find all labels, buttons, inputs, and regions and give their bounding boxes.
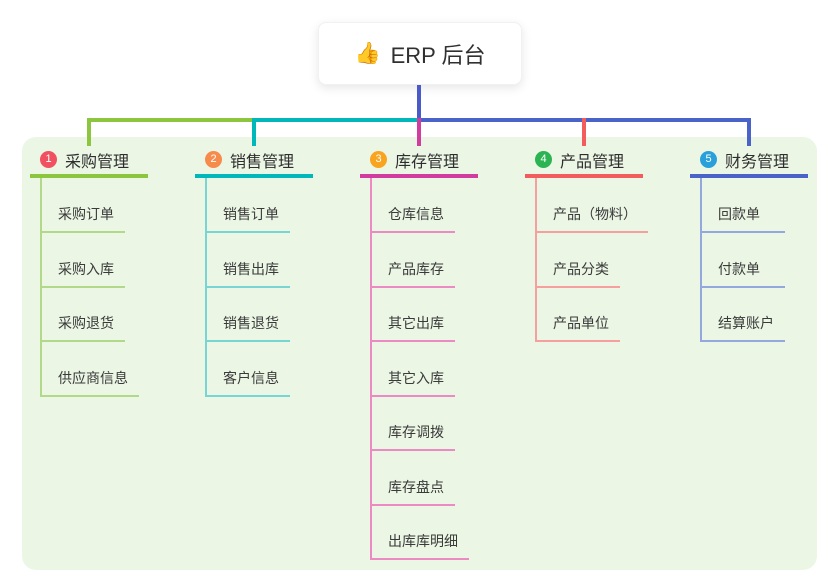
sub-item-node[interactable]: 其它入库 (370, 365, 455, 397)
sub-item-node[interactable]: 产品单位 (535, 310, 620, 342)
branches-panel (22, 137, 817, 570)
branch-node-2[interactable]: 2 销售管理 (195, 145, 313, 178)
branch-label-text: 采购管理 (65, 153, 130, 171)
sub-item-node[interactable]: 产品分类 (535, 256, 620, 288)
child-connector-3 (370, 176, 372, 560)
sub-item-node[interactable]: 仓库信息 (370, 201, 455, 233)
branch-number-badge: 3 (370, 151, 387, 168)
branch-drop-2 (252, 118, 256, 146)
thumbs-up-icon: 👍 (354, 42, 381, 65)
root-title: ERP 后台 (390, 42, 486, 68)
branch-number-badge: 4 (535, 151, 552, 168)
sub-item-node[interactable]: 采购订单 (40, 201, 125, 233)
sub-item-node[interactable]: 产品库存 (370, 256, 455, 288)
sub-item-node[interactable]: 采购退货 (40, 310, 125, 342)
branch-drop-5 (747, 118, 751, 146)
sub-item-node[interactable]: 出库库明细 (370, 528, 469, 560)
sub-item-node[interactable]: 回款单 (700, 201, 785, 233)
branch-node-1[interactable]: 1 采购管理 (30, 145, 148, 178)
branch-label-text: 产品管理 (560, 153, 625, 171)
branch-label-text: 销售管理 (230, 153, 295, 171)
sub-item-node[interactable]: 采购入库 (40, 256, 125, 288)
branch-drop-3 (417, 118, 421, 146)
sub-item-node[interactable]: 供应商信息 (40, 365, 139, 397)
branch-label-text: 财务管理 (725, 153, 790, 171)
branch-node-3[interactable]: 3 库存管理 (360, 145, 478, 178)
root-node[interactable]: 👍 ERP 后台 (318, 22, 522, 85)
sub-item-node[interactable]: 销售订单 (205, 201, 290, 233)
trunk-segment-1 (87, 118, 256, 122)
root-edge (417, 85, 421, 122)
trunk-segment-2 (252, 118, 421, 122)
branch-drop-1 (87, 118, 91, 146)
branch-node-5[interactable]: 5 财务管理 (690, 145, 808, 178)
child-connector-4 (535, 176, 537, 342)
sub-item-node[interactable]: 产品（物料） (535, 201, 648, 233)
branch-label-text: 库存管理 (395, 153, 460, 171)
branch-node-4[interactable]: 4 产品管理 (525, 145, 643, 178)
sub-item-node[interactable]: 库存盘点 (370, 474, 455, 506)
branch-number-badge: 5 (700, 151, 717, 168)
branch-number-badge: 2 (205, 151, 222, 168)
sub-item-node[interactable]: 销售退货 (205, 310, 290, 342)
sub-item-node[interactable]: 结算账户 (700, 310, 785, 342)
sub-item-node[interactable]: 库存调拨 (370, 419, 455, 451)
sub-item-node[interactable]: 付款单 (700, 256, 785, 288)
sub-item-node[interactable]: 销售出库 (205, 256, 290, 288)
branch-number-badge: 1 (40, 151, 57, 168)
branch-drop-4 (582, 118, 586, 146)
sub-item-node[interactable]: 客户信息 (205, 365, 290, 397)
child-connector-5 (700, 176, 702, 342)
sub-item-node[interactable]: 其它出库 (370, 310, 455, 342)
